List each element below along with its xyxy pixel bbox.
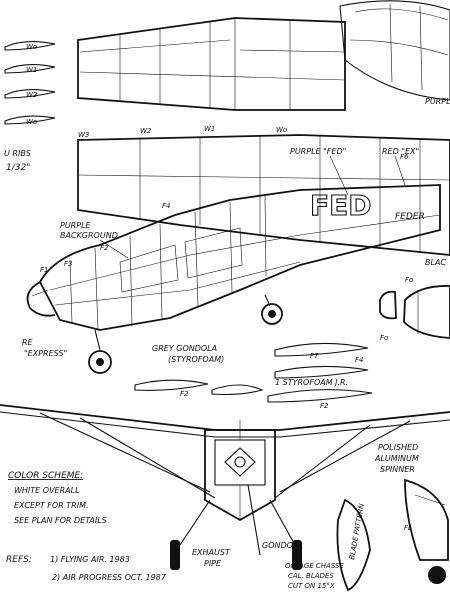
former-f4-b: F4: [355, 356, 363, 364]
rib-scale-line1: U RIBS: [4, 149, 31, 158]
prop-note-2: CAL. BLADES: [288, 572, 334, 580]
purple-fed-label: PURPLE "FED": [290, 147, 346, 156]
main-wheel-side: [88, 350, 112, 374]
former-f2-c: F2: [180, 390, 189, 398]
grey-gondola-1: GREY GONDOLA: [152, 344, 217, 353]
black-label: BLAC: [425, 258, 446, 267]
fuselage-lettering-fed: FED: [310, 189, 372, 222]
former-f4: F4: [162, 202, 170, 210]
purple-background-note: PURPLE BACKGROUND: [60, 221, 129, 259]
references-note: REFS: 1) FLYING AIR. 1983 2) AIR PROGRES…: [6, 555, 167, 582]
ref-1: 1) FLYING AIR. 1983: [50, 555, 130, 564]
color-scheme-1: WHITE OVERALL: [14, 486, 80, 495]
rib-label-w1: W1: [26, 66, 37, 74]
front-view: [0, 404, 450, 570]
rib-label-wo-2: Wo: [26, 118, 37, 126]
gondola-label: GONDOLA: [262, 541, 303, 550]
re-express-1: RE: [22, 338, 34, 347]
spinner-front: [234, 456, 246, 468]
station-w2: W2: [140, 127, 152, 135]
former-f3: F3: [64, 260, 72, 268]
former-f2: F2: [100, 244, 109, 252]
ref-2: 2) AIR PROGRESS OCT. 1987: [52, 573, 167, 582]
spinner-hub: [428, 566, 446, 584]
wing-rib-sections: Wo W1 W2 Wo: [4, 41, 56, 126]
right-wheel-front: [292, 540, 302, 570]
color-scheme-note: COLOR SCHEME: WHITE OVERALL EXCEPT FOR T…: [8, 471, 107, 525]
re-express-2: "EXPRESS": [24, 349, 67, 358]
exhaust-2: PIPE: [204, 559, 222, 568]
former-f1: F1: [40, 266, 48, 274]
former-f2-b: F2: [320, 402, 329, 410]
spinner-detail: POLISHED ALUMINUM SPINNER FL: [374, 443, 449, 584]
left-wheel-front: [170, 540, 180, 570]
tail-wheel-hub: [268, 310, 276, 318]
rib-label-wo-1: Wo: [26, 43, 37, 51]
fuselage-front: [204, 429, 276, 522]
spinner-3: SPINNER: [380, 465, 415, 474]
styrofoam-note: 1 STYROFOAM J.R.: [275, 378, 348, 387]
red-ex-label: RED "EX": [382, 147, 419, 156]
side-view: FED FEDER BLAC F1 F2 F3 F4 F6: [26, 134, 450, 374]
refs-title: REFS:: [6, 555, 32, 565]
main-wheel-hub: [96, 358, 104, 366]
former-fo-2: Fo: [380, 334, 388, 342]
purple-background-2: BACKGROUND: [60, 231, 118, 240]
station-w3: W3: [78, 131, 89, 139]
station-wo: Wo: [276, 126, 287, 134]
fuselage-top-view: PURPL: [339, 0, 450, 106]
small-formers: F2: [134, 379, 264, 398]
station-w1: W1: [204, 125, 215, 133]
spinner-1: POLISHED: [378, 443, 418, 452]
rib-scale-note: U RIBS 1/32": [4, 149, 31, 173]
former-fo: Fo: [405, 276, 413, 284]
former-f6: F6: [400, 153, 409, 161]
re-express-note: RE "EXPRESS": [22, 338, 67, 358]
grey-gondola-2: (STYROFOAM): [168, 355, 224, 364]
former-f7: F7: [310, 352, 319, 360]
blade-pattern-label: BLADE PATTERN: [348, 502, 366, 560]
former-fl: FL: [404, 524, 412, 532]
color-scheme-title: COLOR SCHEME:: [8, 471, 83, 481]
purple-top-label: PURPL: [425, 97, 450, 106]
feder-lettering: FEDER: [395, 212, 425, 222]
rib-label-w2: W2: [26, 91, 38, 99]
purple-background-1: PURPLE: [60, 221, 92, 230]
engine-cowl: [224, 447, 256, 477]
exhaust-note: EXHAUST PIPE GONDOLA: [192, 541, 303, 568]
prop-note-3: CUT ON 15°X: [288, 582, 335, 590]
prop-note-1: OCTAGE CHASSE: [285, 562, 344, 570]
tail-wheel-side: [261, 303, 283, 325]
former-cross-sections: Fo Fo: [379, 276, 450, 342]
tailplane-ribs: F7 F4 F2 1 STYROFOAM J.R.: [267, 342, 373, 410]
color-scheme-3: SEE PLAN FOR DETAILS: [14, 516, 107, 525]
exhaust-1: EXHAUST: [192, 548, 231, 557]
color-scheme-2: EXCEPT FOR TRIM.: [14, 501, 89, 510]
rib-scale-line2: 1/32": [6, 163, 30, 173]
spinner-2: ALUMINUM: [374, 454, 419, 463]
grey-gondola-note: GREY GONDOLA (STYROFOAM): [152, 344, 224, 364]
spinner-side: [404, 478, 449, 561]
wing-planform-top: [77, 17, 346, 111]
